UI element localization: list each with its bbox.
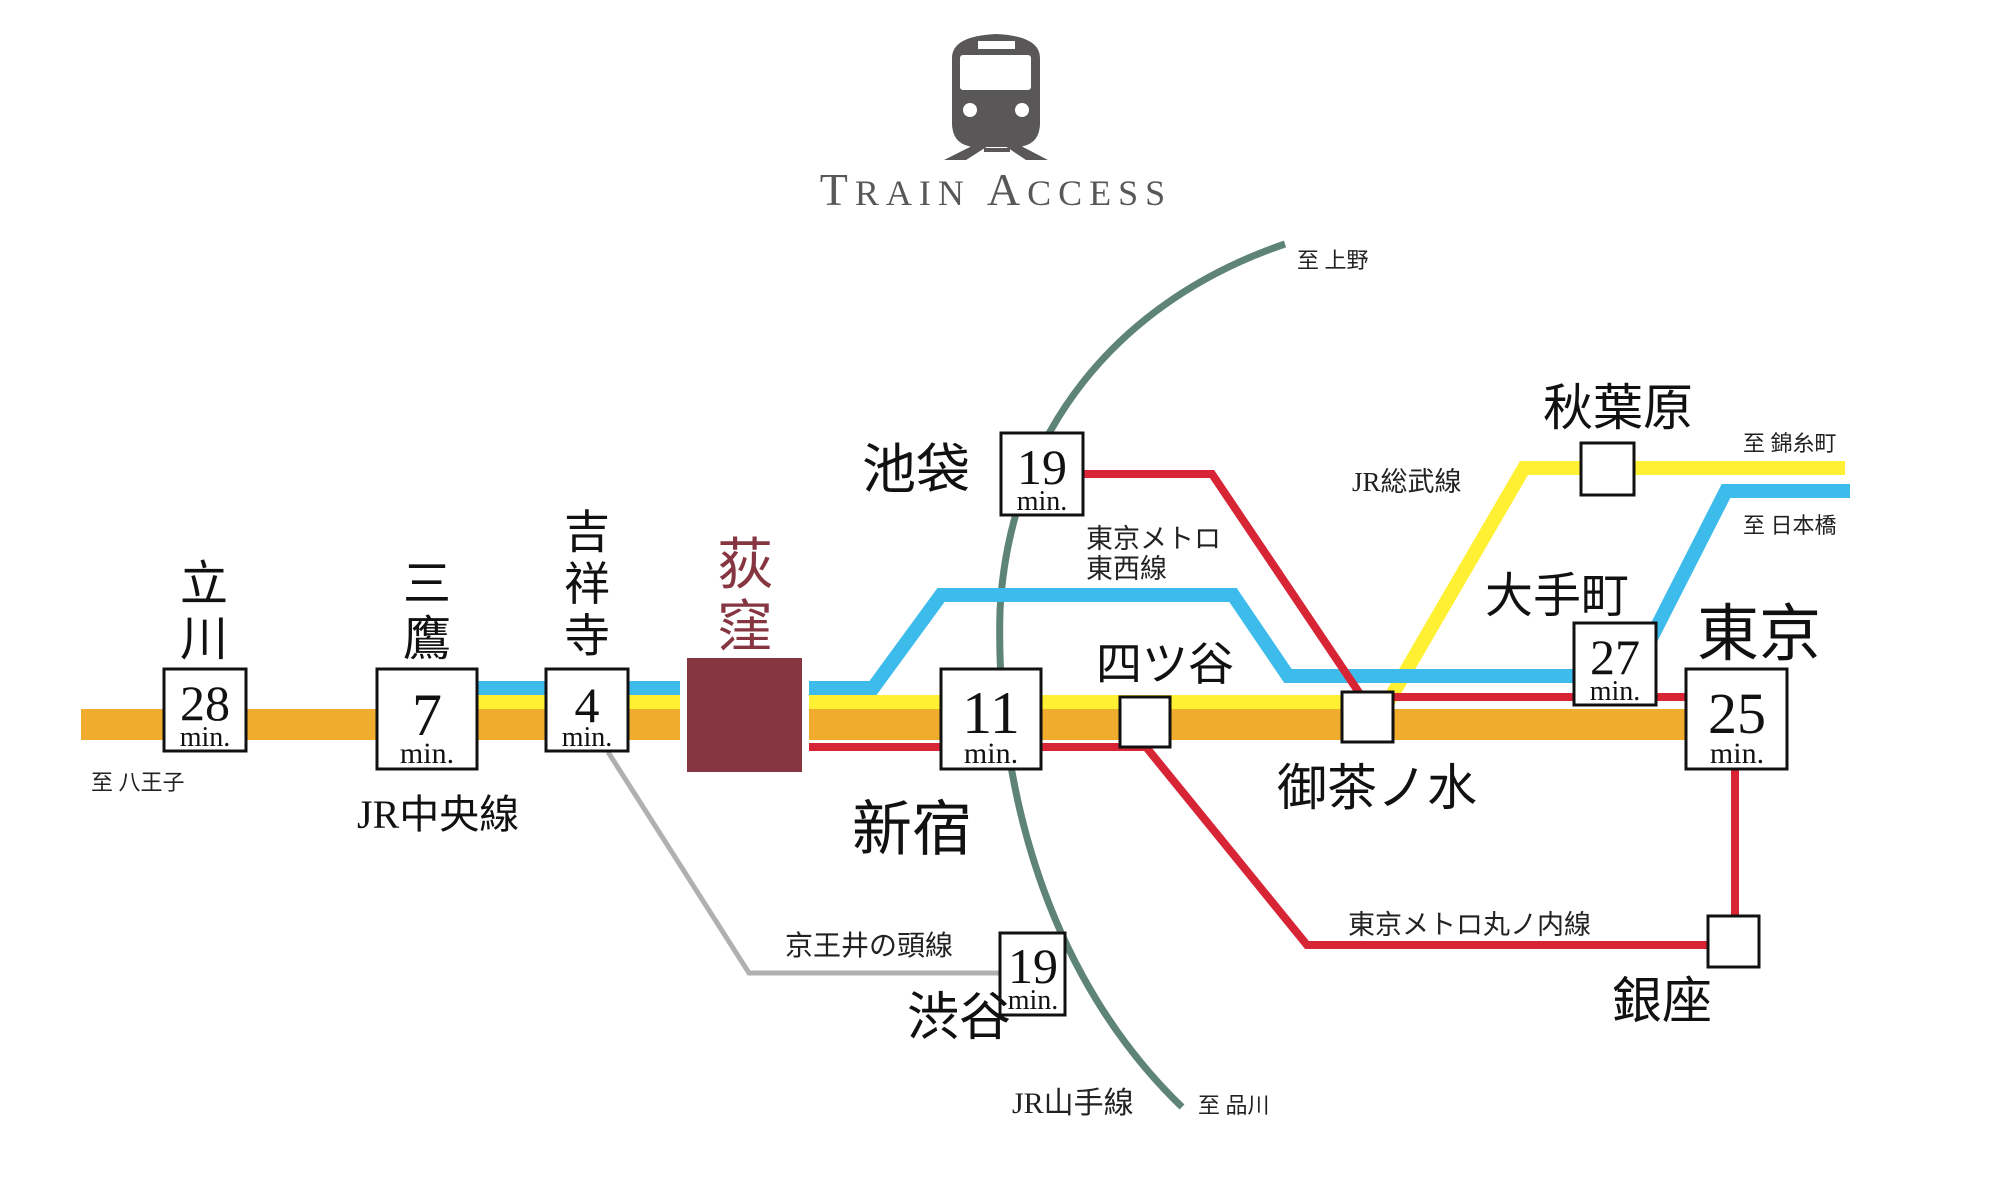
station-tokyo[interactable]: 25 min.	[1684, 667, 1789, 771]
minutes-shinjuku: 11	[962, 680, 1020, 746]
station-name-kichijoji-1: 吉	[564, 507, 610, 558]
station-name-ochanomizu: 御茶ノ水	[1277, 760, 1477, 816]
minutes-unit-tokyo: min.	[1710, 737, 1764, 770]
keio-line	[605, 750, 1000, 976]
station-name-akihabara: 秋葉原	[1543, 380, 1693, 436]
sobu-line-east	[809, 461, 1845, 709]
station-ochanomizu[interactable]	[1340, 690, 1395, 744]
station-name-tachikawa-2: 川	[180, 613, 228, 666]
line-label-keio: 京王井の頭線	[785, 930, 953, 962]
marunouchi-line-ikebukuro	[1083, 470, 1364, 697]
origin-station-ogikubo[interactable]	[687, 658, 802, 772]
station-name-otemachi: 大手町	[1485, 570, 1629, 623]
station-shibuya[interactable]: 19 min.	[998, 931, 1067, 1017]
direction-shinagawa: 至 品川	[1198, 1093, 1270, 1118]
station-shinjuku[interactable]: 11 min.	[939, 667, 1043, 771]
minutes-unit-ikebukuro: min.	[1017, 486, 1068, 517]
minutes-unit-shinjuku: min.	[964, 737, 1018, 770]
train-icon	[944, 34, 1048, 160]
direction-hachioji: 至 八王子	[91, 770, 185, 795]
line-label-chuo: JR中央線	[357, 792, 519, 837]
origin-name-1: 荻	[717, 535, 773, 597]
station-name-mitaka-1: 三	[403, 558, 451, 611]
minutes-unit-otemachi: min.	[1590, 676, 1641, 707]
minutes-unit-shibuya: min.	[1008, 985, 1059, 1016]
direction-kinshicho: 至 錦糸町	[1743, 431, 1837, 456]
station-name-yotsuya: 四ツ谷	[1096, 639, 1234, 690]
station-otemachi[interactable]: 27 min.	[1572, 621, 1658, 707]
station-name-mitaka-2: 鷹	[403, 613, 451, 666]
page-title: TRAIN ACCESS	[820, 164, 1172, 215]
line-label-sobu: JR総武線	[1352, 467, 1462, 497]
minutes-unit-mitaka: min.	[400, 737, 454, 770]
minutes-otemachi: 27	[1590, 629, 1640, 685]
station-name-kichijoji-3: 寺	[564, 611, 610, 662]
direction-ueno: 至 上野	[1297, 248, 1369, 273]
station-tachikawa[interactable]: 28 min.	[162, 667, 248, 753]
line-label-tozai-2: 東西線	[1086, 554, 1167, 584]
station-name-tachikawa-1: 立	[180, 558, 228, 611]
station-name-ginza: 銀座	[1612, 973, 1712, 1029]
station-kichijoji[interactable]: 4 min.	[544, 667, 630, 753]
tozai-line-east	[809, 484, 1850, 695]
yamanote-line	[996, 240, 1287, 1110]
origin-name-2: 窪	[717, 597, 773, 659]
minutes-unit-tachikawa: min.	[180, 722, 231, 753]
minutes-unit-kichijoji: min.	[562, 722, 613, 753]
line-label-marunouchi: 東京メトロ丸ノ内線	[1348, 910, 1591, 940]
station-ikebukuro[interactable]: 19 min.	[999, 431, 1085, 517]
station-name-tokyo: 東京	[1697, 601, 1821, 669]
minutes-shibuya: 19	[1008, 938, 1058, 994]
line-label-tozai-1: 東京メトロ	[1086, 524, 1221, 554]
station-ginza[interactable]	[1706, 914, 1761, 969]
station-name-ikebukuro: 池袋	[862, 440, 970, 500]
minutes-tokyo: 25	[1708, 681, 1766, 746]
station-name-kichijoji-2: 祥	[564, 559, 610, 610]
station-name-shinjuku: 新宿	[852, 797, 972, 863]
station-akihabara[interactable]	[1579, 441, 1636, 497]
minutes-tachikawa: 28	[180, 675, 230, 731]
minutes-kichijoji: 4	[575, 677, 600, 733]
minutes-ikebukuro: 19	[1017, 439, 1067, 495]
station-name-shibuya: 渋谷	[907, 990, 1011, 1047]
direction-nihonbashi: 至 日本橋	[1743, 513, 1837, 538]
station-yotsuya[interactable]	[1118, 695, 1172, 749]
station-mitaka[interactable]: 7 min.	[375, 667, 479, 771]
line-label-yamanote: JR山手線	[1012, 1087, 1134, 1120]
minutes-mitaka: 7	[412, 682, 442, 748]
